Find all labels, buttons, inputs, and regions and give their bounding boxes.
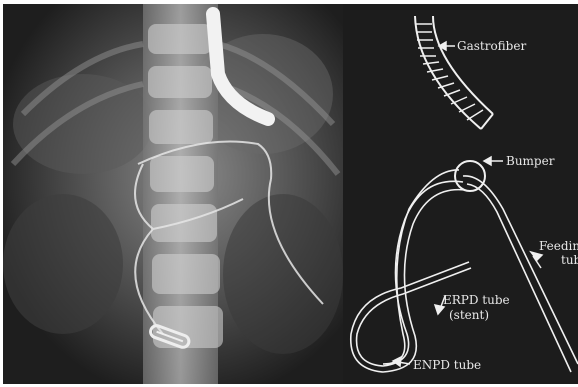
label-feeding-line2: tube bbox=[561, 253, 578, 267]
xray-image bbox=[3, 4, 343, 384]
label-feeding-line1: Feeding bbox=[539, 239, 578, 253]
label-gastrofiber: Gastrofiber bbox=[457, 39, 526, 53]
feeding-tube-drawing bbox=[383, 170, 578, 372]
diagram-panel: Gastrofiber Bumper Feeding tube ERPD tub… bbox=[343, 4, 578, 384]
label-erpd-line2: (stent) bbox=[449, 308, 489, 322]
xray-panel bbox=[3, 4, 343, 384]
label-erpd-line1: ERPD tube bbox=[443, 293, 510, 307]
enpd-tube-drawing bbox=[351, 181, 471, 372]
label-enpd: ENPD tube bbox=[413, 358, 481, 372]
gastrofiber-drawing bbox=[415, 16, 493, 129]
label-bumper: Bumper bbox=[506, 154, 555, 168]
diagram-svg: Gastrofiber Bumper Feeding tube ERPD tub… bbox=[343, 4, 578, 384]
